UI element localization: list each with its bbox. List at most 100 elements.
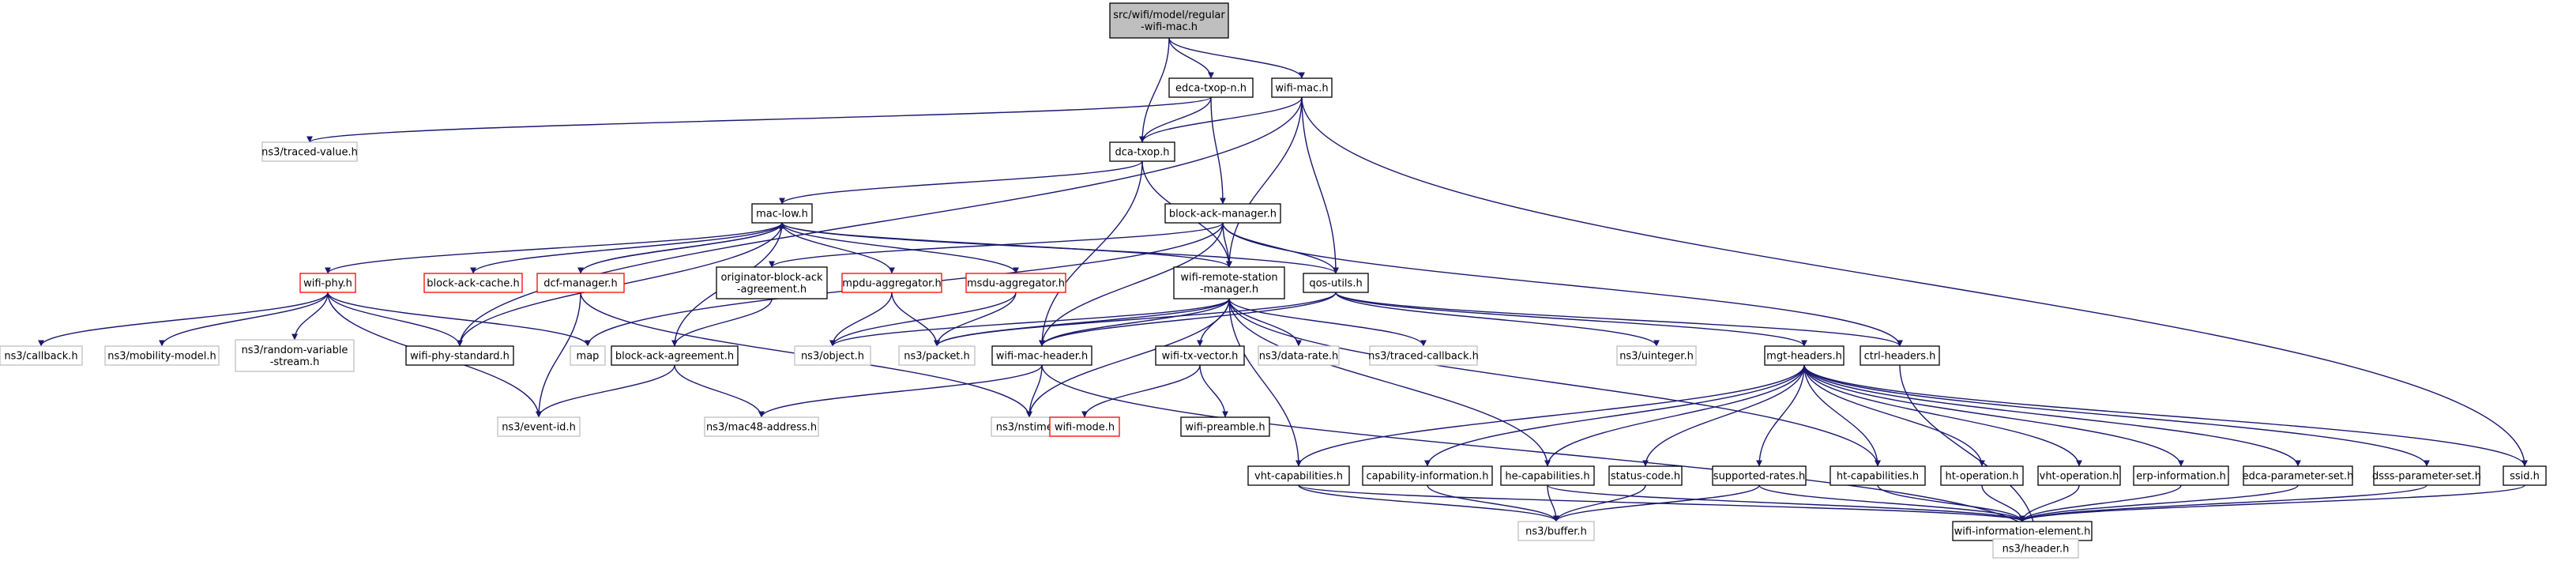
node-box <box>2243 465 2353 486</box>
node-label: ns3/mobility-model.h <box>107 351 216 363</box>
node-suprates[interactable]: supported-rates.h <box>1712 465 1807 486</box>
node-label: vht-capabilities.h <box>1254 471 1343 483</box>
edge-edca-to-dcatxop <box>1139 96 1212 143</box>
node-box <box>794 345 871 366</box>
node-label: -wifi-mac.h <box>1141 21 1198 33</box>
node-label: wifi-preamble.h <box>1185 422 1265 434</box>
node-box <box>898 345 976 366</box>
node-box <box>1164 203 1281 224</box>
node-root[interactable]: src/wifi/model/regular-wifi-mac.h <box>1109 2 1229 39</box>
node-box <box>1500 465 1595 486</box>
node-mgt[interactable]: mgt-headers.h <box>1764 345 1845 366</box>
edge-qos-to-packet <box>934 292 1337 347</box>
edge-wifiphy-to-map <box>327 292 591 347</box>
node-obaa[interactable]: originator-block-ack-agreement.h <box>716 266 828 299</box>
node-box <box>1616 345 1697 366</box>
node-wie[interactable]: wifi-information-element.h <box>1952 521 2093 541</box>
node-mpdu[interactable]: mpdu-aggregator.h <box>841 273 942 293</box>
node-phystd[interactable]: wifi-phy-standard.h <box>405 345 514 366</box>
edge-wrsm-to-packet <box>934 298 1230 347</box>
node-macheader[interactable]: wifi-mac-header.h <box>991 345 1092 366</box>
node-hecap[interactable]: he-capabilities.h <box>1500 465 1595 486</box>
edge-dcf-to-maclow <box>580 222 785 274</box>
node-callback: ns3/callback.h <box>0 345 83 366</box>
node-box <box>1155 345 1245 366</box>
node-label: ns3/uinteger.h <box>1619 351 1694 363</box>
node-box <box>2133 465 2229 486</box>
node-box <box>2503 465 2547 486</box>
node-htop[interactable]: ht-operation.h <box>1940 465 2024 486</box>
edge-msdu-to-object <box>829 292 1017 347</box>
node-label: dca-txop.h <box>1115 147 1169 159</box>
edge-wrsm-to-macheader <box>1039 298 1230 347</box>
node-box <box>1109 141 1175 162</box>
node-dcatxop[interactable]: dca-txop.h <box>1109 141 1175 162</box>
node-baa[interactable]: block-ack-agreement.h <box>611 345 739 366</box>
node-vhtop[interactable]: vht-operation.h <box>2037 465 2121 486</box>
node-bam[interactable]: block-ack-manager.h <box>1164 203 1281 224</box>
node-wrsm[interactable]: wifi-remote-station-manager.h <box>1173 266 1285 299</box>
node-label: erp-information.h <box>2136 471 2226 483</box>
node-edca[interactable]: edca-txop-n.h <box>1168 77 1254 98</box>
node-box <box>104 345 220 366</box>
node-wifimode[interactable]: wifi-mode.h <box>1049 416 1120 437</box>
node-preamble[interactable]: wifi-preamble.h <box>1180 416 1270 437</box>
node-erp[interactable]: erp-information.h <box>2133 465 2229 486</box>
edge-wrsm-to-hecap <box>1228 298 1551 467</box>
node-capinfo[interactable]: capability-information.h <box>1362 465 1493 486</box>
node-txvector[interactable]: wifi-tx-vector.h <box>1155 345 1245 366</box>
edge-maclow-to-qos <box>781 222 1339 274</box>
node-label: block-ack-cache.h <box>427 278 519 290</box>
node-eventid: ns3/event-id.h <box>497 416 581 437</box>
node-qos[interactable]: qos-utils.h <box>1303 273 1369 293</box>
node-vhtcap[interactable]: vht-capabilities.h <box>1247 465 1350 486</box>
edge-wifimac-to-ssid <box>1301 96 2528 467</box>
edge-status-to-buffer <box>1553 484 1646 522</box>
node-bacache[interactable]: block-ack-cache.h <box>423 273 523 293</box>
node-htcap[interactable]: ht-capabilities.h <box>1830 465 1926 486</box>
node-label: -manager.h <box>1200 284 1258 296</box>
node-box <box>0 345 83 366</box>
node-object: ns3/object.h <box>794 345 871 366</box>
edge-wifimac-to-phystd <box>457 96 1303 347</box>
edge-ctrl-to-header <box>1899 364 2039 540</box>
node-box <box>261 141 358 162</box>
node-packet: ns3/packet.h <box>898 345 976 366</box>
node-box <box>1860 345 1940 366</box>
edge-ssid-to-wie <box>2019 484 2525 522</box>
edge-qos-to-mgt <box>1335 292 1807 347</box>
node-box <box>570 345 606 366</box>
edge-edca-to-traced <box>306 96 1212 143</box>
edge-wrsm-to-nstime <box>1026 298 1230 418</box>
node-label: ns3/data-rate.h <box>1259 351 1338 363</box>
node-ctrl[interactable]: ctrl-headers.h <box>1860 345 1940 366</box>
edge-mgt-to-vhtcap <box>1296 364 1805 467</box>
edge-wifiphy-to-phystd <box>327 292 463 347</box>
node-dsss[interactable]: dsss-parameter-set.h <box>2372 465 2481 486</box>
node-ssid[interactable]: ssid.h <box>2503 465 2547 486</box>
node-label: capability-information.h <box>1366 471 1488 483</box>
node-label: ns3/traced-value.h <box>261 147 358 159</box>
node-maclow[interactable]: mac-low.h <box>751 203 813 224</box>
node-mobility: ns3/mobility-model.h <box>104 345 220 366</box>
node-edcaparam[interactable]: edca-parameter-set.h <box>2243 465 2354 486</box>
node-wifimac[interactable]: wifi-mac.h <box>1271 77 1333 98</box>
edge-wrsm-to-htcap <box>1228 298 1881 467</box>
edge-mgt-to-htop <box>1803 364 1985 467</box>
edge-suprates-to-buffer <box>1553 484 1760 522</box>
node-dcf[interactable]: dcf-manager.h <box>536 273 625 293</box>
node-box <box>1049 416 1120 437</box>
edge-edcaparam-to-wie <box>2019 484 2299 522</box>
node-status[interactable]: status-code.h <box>1608 465 1683 486</box>
edge-bam-to-qos <box>1222 222 1339 274</box>
edge-qos-to-macheader <box>1039 292 1337 347</box>
node-label: dsss-parameter-set.h <box>2372 471 2481 483</box>
node-box <box>1712 465 1807 486</box>
node-wifiphy[interactable]: wifi-phy.h <box>299 273 356 293</box>
node-label: ns3/nstime.h <box>996 422 1062 434</box>
edge-mgt-to-ssid <box>1803 364 2528 467</box>
node-uinteger: ns3/uinteger.h <box>1616 345 1697 366</box>
node-msdu[interactable]: msdu-aggregator.h <box>965 273 1066 293</box>
node-label: src/wifi/model/regular <box>1113 9 1225 21</box>
edge-mgt-to-hecap <box>1544 364 1805 467</box>
